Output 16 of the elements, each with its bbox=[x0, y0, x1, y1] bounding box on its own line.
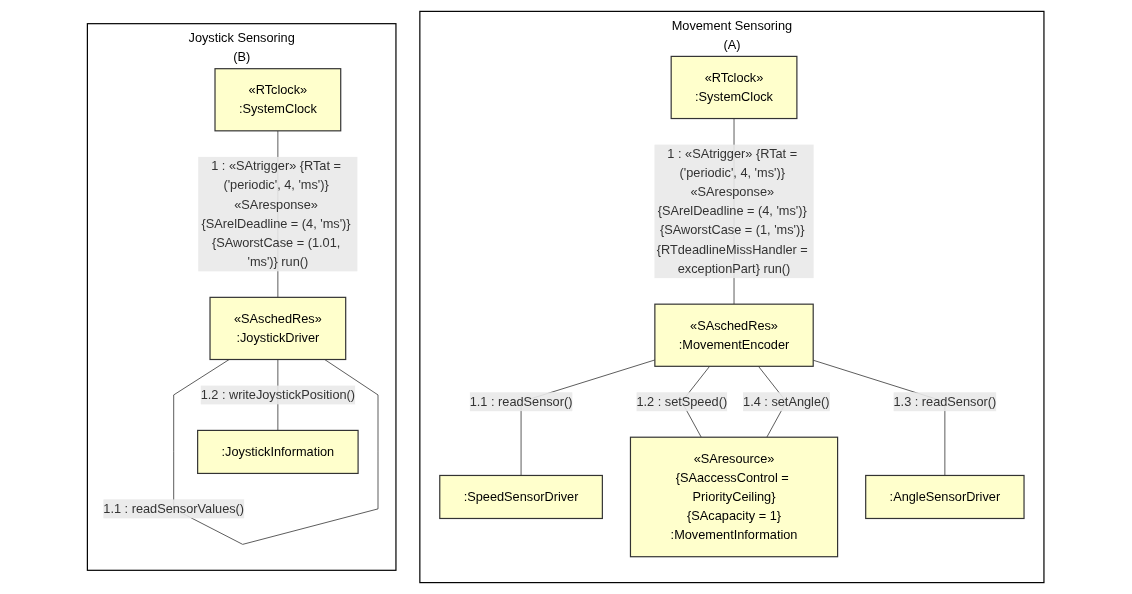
node-box: :AngleSensorDriver bbox=[865, 474, 1025, 520]
node-box: «SAresource» {SAaccessControl = PriorityCeiling} {SAcapacity = 1} :MovementInformation bbox=[630, 436, 839, 558]
node-box: :SpeedSensorDriver bbox=[439, 474, 604, 520]
node-box: :JoystickInformation bbox=[197, 429, 360, 475]
node-box: «RTclock» :SystemClock bbox=[214, 68, 342, 132]
edge-label: 1 : «SAtrigger» {RTat = ('periodic', 4, 'ms')} «SAresponse» {SArelDeadline = (4, 'ms')} {SAworstCase = (1, 'ms')} {RTdeadlineMissHandler = exceptionPart} run() bbox=[657, 146, 809, 276]
edge-label: 1 : «SAtrigger» {RTat = ('periodic', 4, 'ms')} «SAresponse» {SArelDeadline = (4, 'ms')} {SAworstCase = (1.01, 'ms')} run() bbox=[201, 159, 351, 269]
edge-label: 1.2 : writeJoystickPosition() bbox=[200, 387, 356, 402]
edge-label: 1.4 : setAngle() bbox=[743, 394, 830, 409]
node-box: «SAschedRes» :MovementEncoder bbox=[654, 303, 815, 367]
edge-label: 1.1 : readSensor() bbox=[470, 394, 573, 409]
node-box: «RTclock» :SystemClock bbox=[670, 55, 798, 120]
edge-label: 1.3 : readSensor() bbox=[893, 394, 997, 409]
edge-label: 1.1 : readSensorValues() bbox=[103, 501, 245, 516]
edge-label: 1.2 : setSpeed() bbox=[636, 394, 728, 409]
node-box: «SAschedRes» :JoystickDriver bbox=[209, 296, 347, 361]
